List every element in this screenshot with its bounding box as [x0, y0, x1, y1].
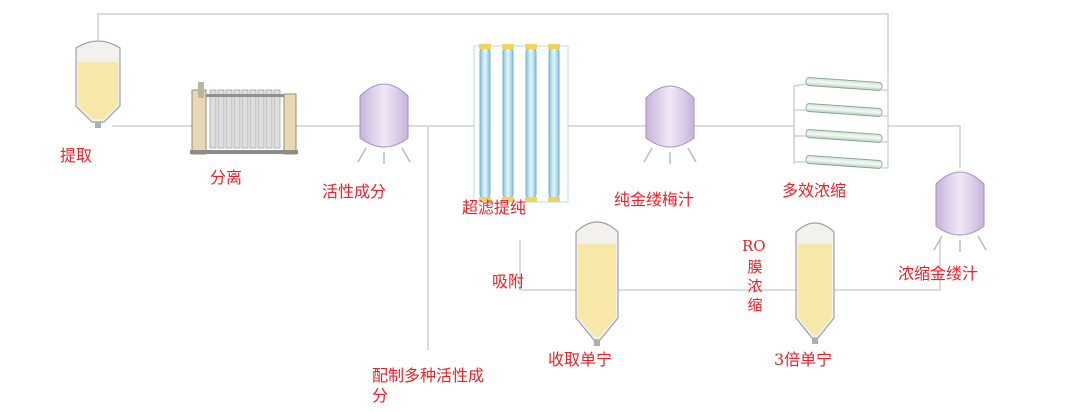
concentrated-juice-tank — [933, 171, 987, 252]
ro-to-final-pipe — [834, 240, 941, 291]
multi-effect-evaporator — [793, 74, 889, 169]
label-pure-juice: 纯金缕梅汁 — [614, 190, 695, 209]
label-ro: RO — [742, 237, 766, 255]
label-extraction: 提取 — [60, 146, 93, 165]
label-active-ingredient: 活性成分 — [322, 182, 387, 201]
ultrafiltration-unit — [473, 44, 569, 203]
label-tannin-3x: 3倍单宁 — [774, 350, 833, 369]
pipes — [97, 13, 961, 350]
adsorption-column — [575, 221, 619, 346]
filter-press — [190, 82, 298, 155]
evap-to-final-pipe — [888, 125, 961, 168]
label-formulation: 配制多种活性成分 — [372, 366, 485, 405]
label-separation: 分离 — [210, 168, 243, 187]
active-ingredient-tank — [357, 83, 411, 164]
pure-juice-tank — [643, 85, 697, 164]
tannin-3x-column — [795, 222, 835, 344]
label-ultrafiltration: 超滤提纯 — [462, 198, 527, 217]
adsorption-branch-pipe — [519, 240, 578, 291]
label-concentrated-juice: 浓缩金缕汁 — [898, 264, 979, 283]
label-collect-tannin: 收取单宁 — [548, 350, 613, 369]
label-adsorption: 吸附 — [492, 272, 525, 291]
label-ro-membrane: 膜浓缩 — [747, 258, 763, 314]
top-return-pipe — [97, 13, 889, 74]
extraction-vessel — [75, 40, 121, 128]
label-multi-effect: 多效浓缩 — [782, 181, 847, 200]
